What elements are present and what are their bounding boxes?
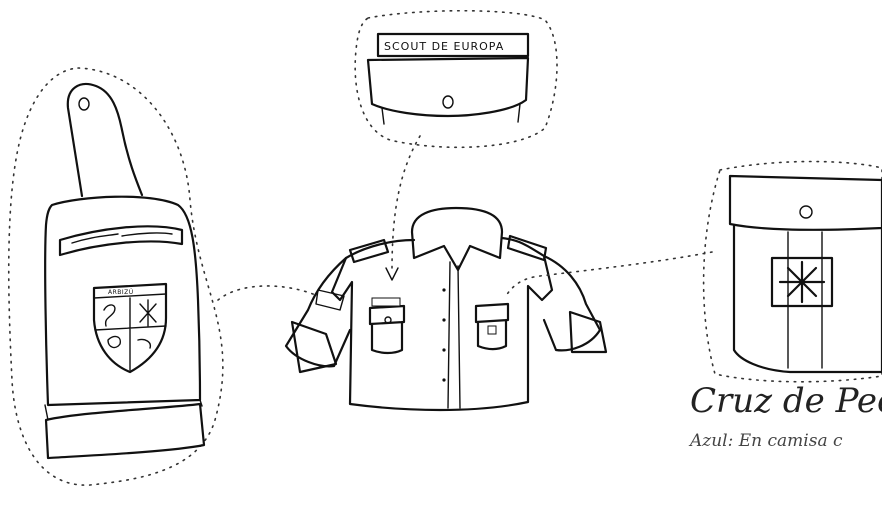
caption-title: Cruz de Pec: [690, 384, 882, 418]
sleeve-detail-bubble: [9, 68, 223, 485]
shirt-body: [332, 238, 552, 410]
shield-text: ARBIZÚ: [108, 289, 134, 296]
pocket-flap: [730, 176, 882, 230]
shirt-placket: [448, 262, 460, 408]
flash-connector: [392, 136, 420, 270]
sleeve-connector: [218, 286, 318, 300]
pocket-detail: [506, 162, 882, 382]
flash-text: SCOUT DE EUROPA: [384, 40, 504, 53]
shirt-right-cuff: [570, 312, 606, 352]
sleeve-detail: ARBIZÚ: [9, 68, 318, 485]
pocket-cross-symbol: [780, 262, 824, 302]
epaulette-button: [79, 98, 89, 110]
shirt-left-pocket: [370, 306, 404, 353]
shirt-collar: [412, 208, 502, 270]
sleeve-epaulette: [68, 84, 142, 196]
sleeve-cuff: [46, 404, 204, 458]
caption-subtitle: Azul: En camisa c: [690, 433, 843, 450]
flash-connector-arrow: [386, 268, 398, 280]
pocket-body: [734, 226, 882, 372]
flash-detail: SCOUT DE EUROPA: [355, 11, 557, 280]
pocket-seams: [788, 232, 822, 368]
pocket-cross-mark: [488, 326, 496, 334]
shirt-buttons: [442, 288, 445, 381]
pocket-flash-mark: [372, 298, 400, 306]
shirt: [286, 208, 606, 410]
flash-flap-button: [443, 96, 453, 108]
pocket-flap-button: [800, 206, 812, 218]
